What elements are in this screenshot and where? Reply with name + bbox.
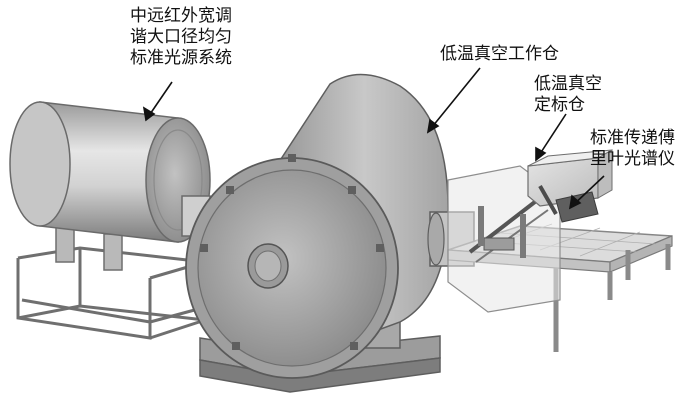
label-calibration-chamber-line-2: 定标仓 (534, 95, 585, 115)
label-light-source-line-2: 谐大口径均匀 (130, 27, 232, 47)
vacuum-work-chamber (185, 73, 475, 393)
label-ftir-line-1: 标准传递傅 (590, 128, 675, 148)
label-work-chamber: 低温真空工作仓 (440, 44, 559, 65)
callout-arrows (142, 67, 605, 210)
arrow-chamber-head (426, 118, 440, 134)
ftir-table (447, 149, 673, 352)
label-light-source-line-1: 中远红外宽调 (130, 6, 232, 26)
label-ftir: 标准传递傅 里叶光谱仪 (590, 128, 675, 170)
label-light-source: 中远红外宽调 谐大口径均匀 标准光源系统 (130, 6, 232, 69)
spectrometer-module (555, 191, 599, 223)
label-calibration-chamber: 低温真空 定标仓 (534, 74, 602, 116)
chamber-door (197, 169, 387, 367)
label-ftir-line-2: 里叶光谱仪 (590, 149, 675, 169)
label-work-chamber-line-1: 低温真空工作仓 (440, 44, 559, 64)
source-pillar (55, 225, 75, 263)
label-calibration-chamber-line-1: 低温真空 (534, 74, 602, 94)
source-pillar (103, 233, 123, 271)
arrow-source-head (142, 106, 156, 122)
source-endcap-left (9, 101, 71, 227)
label-light-source-line-3: 标准光源系统 (130, 48, 232, 68)
flange-bolts (200, 154, 384, 350)
arrow-chamber (427, 67, 481, 133)
arrow-calib-head (535, 146, 547, 162)
arrow-ftir-head (568, 194, 582, 210)
light-source-system (9, 101, 211, 340)
